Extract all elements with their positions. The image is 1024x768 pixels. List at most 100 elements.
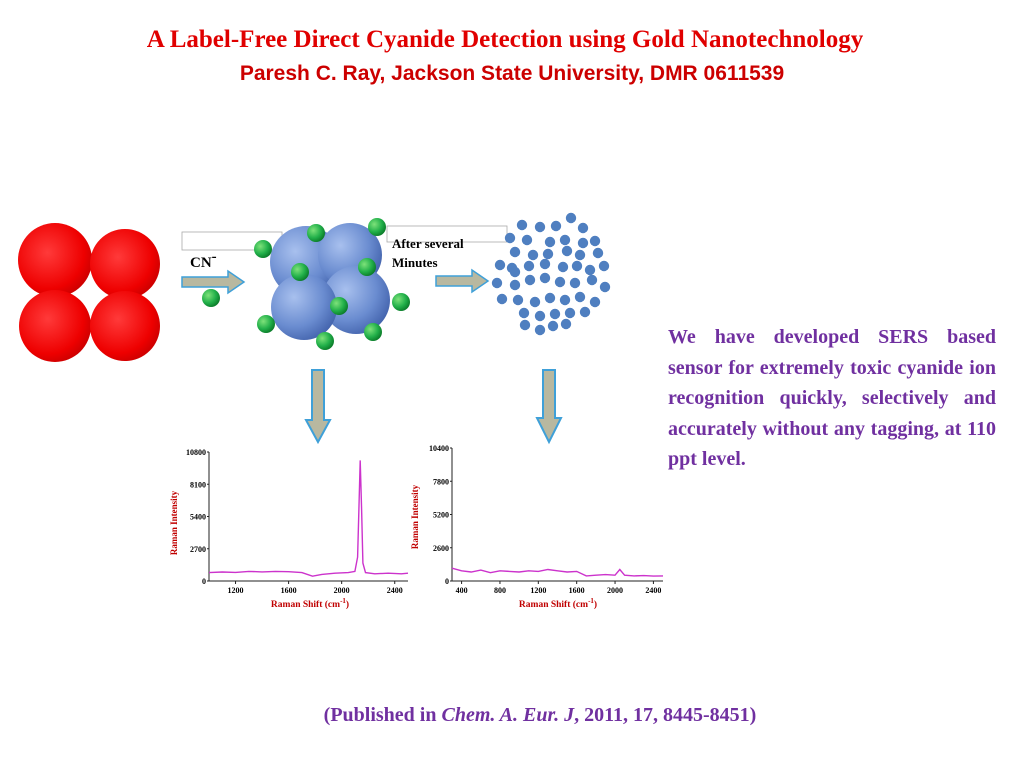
- chart1-y-tick-label: 5400: [190, 513, 206, 522]
- chart2-ylabel: Raman Intensity: [410, 484, 420, 549]
- citation-open: (Published in: [323, 704, 442, 726]
- chart2-y-tick-label: 0: [445, 577, 449, 586]
- dispersed-particle: [534, 324, 546, 336]
- dispersed-particle: [534, 221, 546, 233]
- cyanide-sphere: [202, 289, 220, 307]
- cyanide-sphere: [364, 323, 382, 341]
- chart2-y-tick-label: 2600: [433, 544, 449, 553]
- dispersed-particle: [574, 291, 586, 303]
- dispersed-particle: [550, 220, 562, 232]
- dispersed-particle: [512, 294, 524, 306]
- reagent-label: CN-: [190, 249, 217, 271]
- slide-subtitle: Paresh C. Ray, Jackson State University,…: [239, 62, 785, 85]
- chart2-xlabel: Raman Shift (cm-1): [519, 597, 597, 610]
- cyanide-sphere: [291, 263, 309, 281]
- cyanide-sphere: [316, 332, 334, 350]
- dispersed-particle: [599, 281, 611, 293]
- dispersed-particle: [539, 272, 551, 284]
- chart2-x-tick-label: 400: [456, 586, 468, 595]
- dispersed-particles: [491, 212, 611, 336]
- dispersed-particle: [516, 219, 528, 231]
- cluster-particle: [322, 266, 390, 334]
- down-arrow-1: [304, 369, 332, 445]
- dispersed-particle: [571, 260, 583, 272]
- chart1-x-tick-label: 1200: [228, 586, 244, 595]
- cyanide-sphere: [257, 315, 275, 333]
- dispersed-particle: [589, 235, 601, 247]
- dispersed-particle: [561, 245, 573, 257]
- chart1-ylabel: Raman Intensity: [169, 490, 179, 555]
- dispersed-particle: [559, 234, 571, 246]
- right-arrow-1: [181, 269, 246, 295]
- dispersed-particle: [544, 236, 556, 248]
- chart1-xlabel: Raman Shift (cm-1): [271, 597, 349, 610]
- dispersed-particle: [542, 248, 554, 260]
- chart2-x-tick-label: 2000: [607, 586, 623, 595]
- aggregated-cluster: [270, 223, 390, 340]
- dispersed-particle: [491, 277, 503, 289]
- dispersed-particle: [577, 237, 589, 249]
- chart2-x-tick-label: 1600: [569, 586, 585, 595]
- dispersed-particle: [494, 259, 506, 271]
- chart1-x-tick-label: 1600: [281, 586, 297, 595]
- dispersed-particle: [560, 318, 572, 330]
- dispersed-particle: [592, 247, 604, 259]
- chart2-x-tick-label: 2400: [645, 586, 661, 595]
- dispersed-particle: [565, 212, 577, 224]
- gold-nanoparticle: [90, 229, 160, 299]
- dispersed-particle: [574, 249, 586, 261]
- citation: (Published in Chem. A. Eur. J, 2011, 17,…: [0, 704, 1024, 727]
- chart1-y-tick-label: 0: [202, 577, 206, 586]
- down-arrow-2: [535, 369, 563, 445]
- raman-spectrum-chart-1: Raman Intensity Raman Shift (cm-1) 1200 1…: [169, 448, 409, 610]
- cyanide-sphere: [392, 293, 410, 311]
- dispersed-particle: [589, 296, 601, 308]
- dispersed-particle: [549, 308, 561, 320]
- slide-title: A Label-Free Direct Cyanide Detection us…: [146, 26, 864, 53]
- chart1-y-tick-label: 2700: [190, 545, 206, 554]
- dispersed-particle: [557, 261, 569, 273]
- dispersed-particle: [564, 307, 576, 319]
- cluster-particle: [271, 274, 337, 340]
- chart1-x-tick-label: 2000: [334, 586, 350, 595]
- dispersed-particle: [584, 264, 596, 276]
- dispersed-particle: [527, 249, 539, 261]
- dispersed-particle: [519, 319, 531, 331]
- dispersed-particle: [509, 266, 521, 278]
- cyanide-spheres: [202, 218, 410, 350]
- cyanide-sphere: [330, 297, 348, 315]
- cyanide-sphere: [307, 224, 325, 242]
- citation-rest: , 2011, 17, 8445-8451): [574, 704, 757, 726]
- dispersed-particle: [554, 276, 566, 288]
- dispersed-particle: [539, 258, 551, 270]
- chart2-x-tick-label: 1200: [530, 586, 546, 595]
- right-arrow-2: [435, 268, 490, 294]
- chart1-y-tick-label: 8100: [190, 480, 206, 489]
- dispersed-particle: [579, 306, 591, 318]
- dispersed-particle: [598, 260, 610, 272]
- cyanide-sphere: [358, 258, 376, 276]
- chart2-y-tick-label: 7800: [433, 477, 449, 486]
- dispersed-particle: [569, 277, 581, 289]
- chart2-y-tick-label: 5200: [433, 511, 449, 520]
- dispersed-particle: [547, 320, 559, 332]
- gold-nanoparticle: [19, 290, 91, 362]
- dispersed-particle: [524, 274, 536, 286]
- gold-nanoparticle: [18, 223, 92, 297]
- gold-nanoparticles: [18, 223, 160, 362]
- dispersed-particle: [518, 307, 530, 319]
- dispersed-particle: [534, 310, 546, 322]
- chart1-series-line: [208, 460, 409, 577]
- cyanide-sphere: [254, 240, 272, 258]
- step-label-line1: After several: [392, 236, 464, 251]
- dispersed-particle: [559, 294, 571, 306]
- chart2-x-tick-label: 800: [494, 586, 506, 595]
- chart1-y-tick-label: 10800: [186, 448, 206, 457]
- dispersed-particle: [523, 260, 535, 272]
- dispersed-particle: [577, 222, 589, 234]
- cyanide-sphere: [368, 218, 386, 236]
- dispersed-particle: [586, 274, 598, 286]
- description-text: We have developed SERS based sensor for …: [668, 326, 996, 470]
- dispersed-particle: [509, 279, 521, 291]
